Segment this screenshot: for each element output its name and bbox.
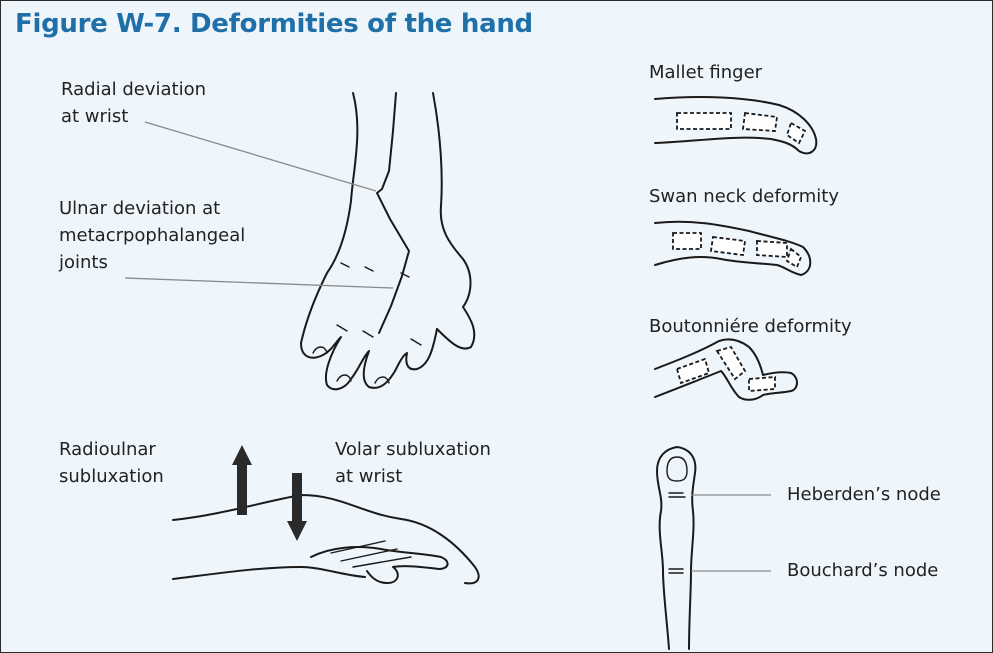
- mallet-finger-label: Mallet finger: [649, 59, 762, 86]
- label-line: Volar subluxation: [335, 436, 491, 463]
- radial-deviation-label: Radial deviation at wrist: [61, 76, 206, 130]
- finger-crease: [341, 263, 349, 267]
- down-arrow-shaft: [292, 473, 302, 525]
- down-arrow-head: [287, 521, 307, 541]
- mallet-proximal-phalanx: [677, 113, 731, 129]
- swan-neck-proximal-phalanx: [673, 233, 701, 249]
- boutonniere-middle-phalanx: [717, 347, 745, 379]
- label-line: metacrpophalangeal: [59, 222, 245, 249]
- fingernail: [337, 375, 351, 381]
- vertical-finger-outline: [657, 447, 695, 649]
- bouchard-node-label: Bouchard’s node: [787, 557, 938, 584]
- finger-crease: [337, 325, 347, 331]
- forearm-outline-left: [301, 93, 357, 343]
- label-line: Ulnar deviation at: [59, 195, 245, 222]
- swan-neck-tip-phalanx: [787, 249, 801, 267]
- label-line: subluxation: [59, 463, 164, 490]
- finger-nodes-illustration: [657, 447, 771, 649]
- label-line: joints: [59, 249, 245, 276]
- boutonniere-distal-phalanx: [749, 377, 775, 391]
- mallet-distal-phalanx: [787, 123, 805, 143]
- hand-knuckles-outline: [301, 329, 437, 389]
- mallet-middle-phalanx: [743, 113, 777, 131]
- hand-deviation-illustration: [301, 93, 474, 389]
- label-line: Radial deviation: [61, 76, 206, 103]
- finger-crease: [411, 339, 421, 345]
- arm-lower-outline: [173, 567, 365, 579]
- bouchard-node-marks: [669, 569, 683, 573]
- swan-neck-illustration: [655, 222, 810, 275]
- ulnar-deviation-leader-line: [125, 278, 393, 288]
- volar-subluxation-label: Volar subluxation at wrist: [335, 436, 491, 490]
- ulnar-deviation-label: Ulnar deviation at metacrpophalangeal jo…: [59, 195, 245, 276]
- radioulnar-up-arrow: [232, 445, 252, 515]
- label-line: at wrist: [61, 103, 206, 130]
- label-line: at wrist: [335, 463, 491, 490]
- radial-deviation-leader-line: [145, 122, 376, 191]
- mallet-finger-illustration: [655, 97, 816, 153]
- label-line: Radioulnar: [59, 436, 164, 463]
- swan-neck-label: Swan neck deformity: [649, 183, 839, 210]
- up-arrow-shaft: [237, 461, 247, 515]
- heberden-node-marks: [669, 493, 685, 497]
- boutonniere-label: Boutonniére deformity: [649, 313, 852, 340]
- swan-neck-distal-phalanx: [757, 241, 787, 257]
- dorsal-midline-stepped: [377, 93, 409, 333]
- finger-line: [331, 541, 385, 553]
- finger-crease: [365, 267, 373, 271]
- fingernail: [667, 457, 687, 481]
- swan-neck-middle-phalanx: [711, 237, 745, 255]
- figure-title: Figure W-7. Deformities of the hand: [15, 9, 533, 39]
- radioulnar-subluxation-label: Radioulnar subluxation: [59, 436, 164, 490]
- subluxation-illustration: [173, 495, 479, 583]
- finger-line: [341, 549, 397, 561]
- boutonniere-proximal-phalanx: [677, 359, 709, 383]
- boutonniere-illustration: [655, 339, 797, 399]
- heberden-node-label: Heberden’s node: [787, 481, 941, 508]
- up-arrow-head: [232, 445, 252, 465]
- finger-crease: [363, 331, 373, 337]
- volar-down-arrow: [287, 473, 307, 541]
- fingernail: [313, 347, 327, 353]
- forearm-outline-right: [433, 93, 474, 349]
